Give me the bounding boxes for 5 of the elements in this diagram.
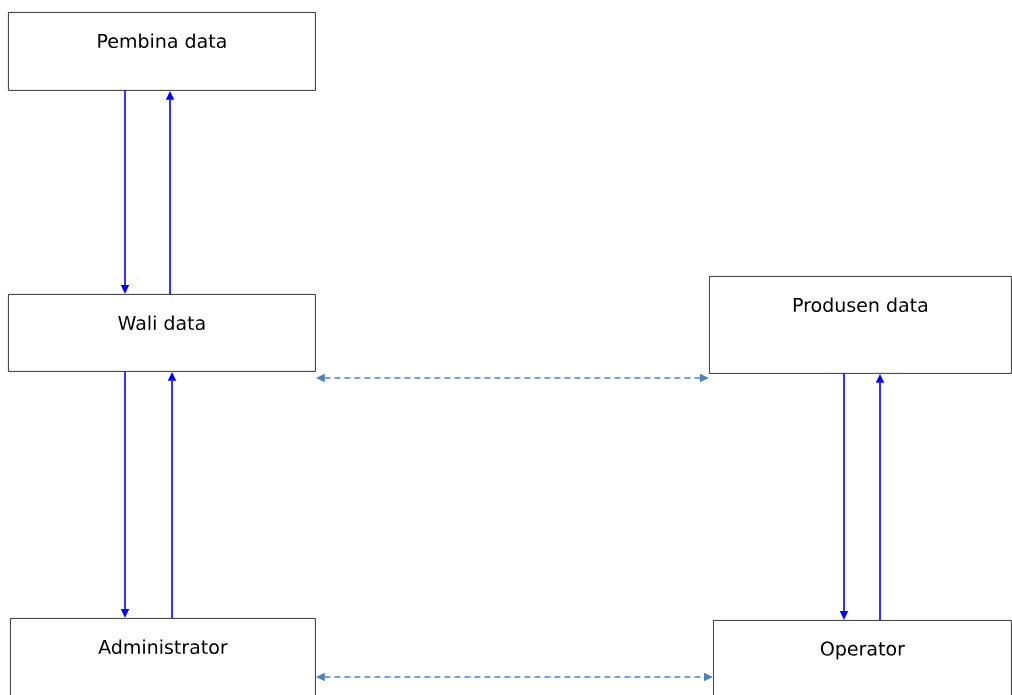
process-box: Operator <box>713 620 1012 695</box>
process-box: Produsen data <box>709 276 1012 374</box>
process-box: Wali data <box>8 294 316 372</box>
process-box: Pembina data <box>8 12 316 91</box>
process-box: Administrator <box>10 618 316 695</box>
